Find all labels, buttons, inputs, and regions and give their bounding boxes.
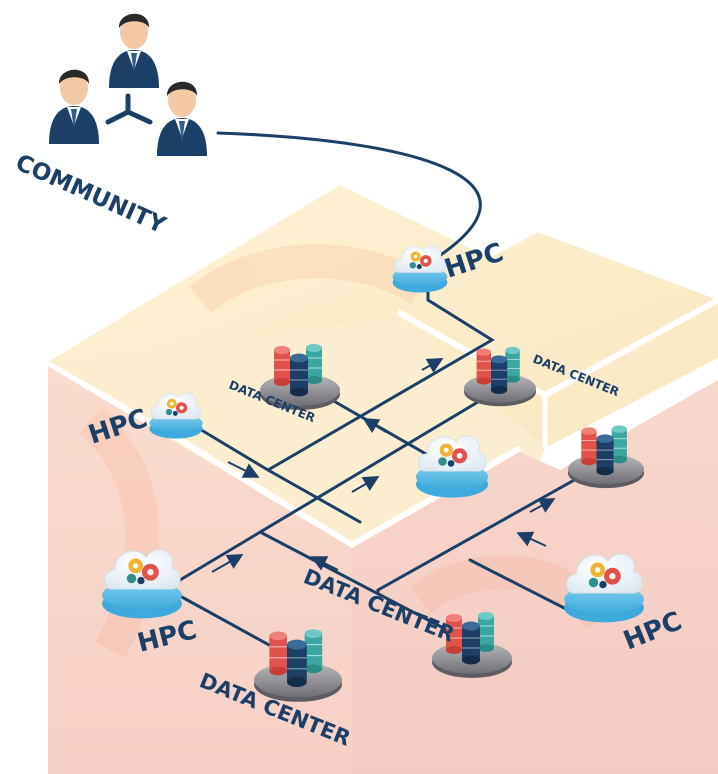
person-icon-left bbox=[49, 69, 99, 144]
person-icon-top bbox=[109, 13, 159, 89]
flow-arrows bbox=[211, 358, 556, 573]
cube-top-face bbox=[48, 185, 718, 448]
link-right-hpc bbox=[468, 558, 574, 614]
link-hpc-bl-dc-ur bbox=[178, 388, 500, 582]
person-icon-right bbox=[157, 81, 207, 156]
link-hpc-top-down bbox=[266, 288, 495, 472]
network-connections bbox=[178, 131, 612, 664]
ridge-right bbox=[350, 445, 522, 548]
link-center-dc bbox=[260, 531, 472, 644]
community-connector-icon bbox=[105, 93, 153, 125]
link-hpc-left bbox=[196, 426, 362, 524]
community-group: COMMUNITY bbox=[12, 13, 207, 239]
link-community-hpc-top bbox=[216, 131, 482, 264]
link-right-net bbox=[376, 458, 612, 594]
community-label: COMMUNITY bbox=[12, 150, 170, 239]
